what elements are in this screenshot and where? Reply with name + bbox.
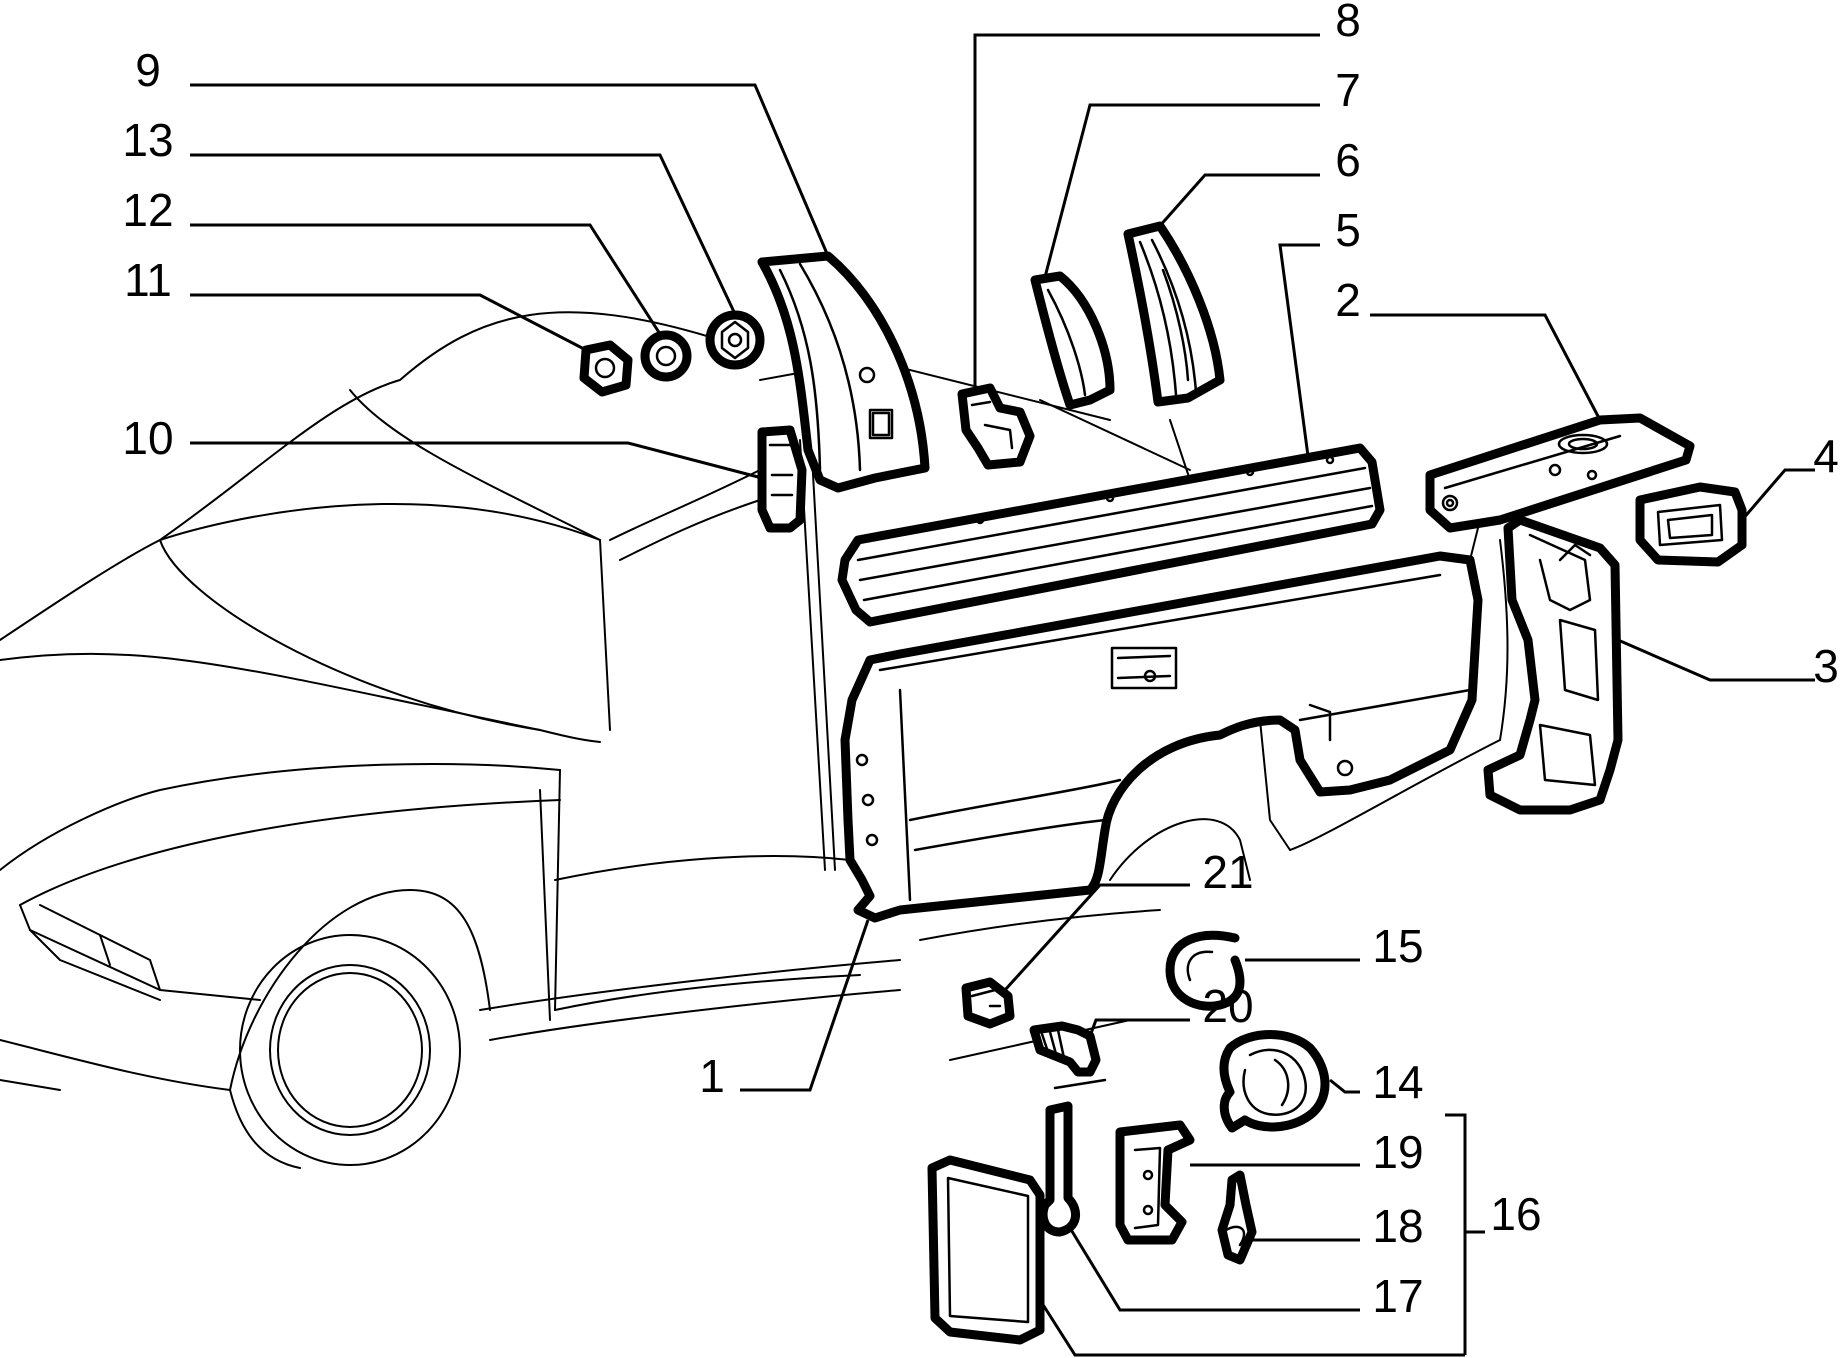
part-14-filler-housing xyxy=(1219,1030,1330,1133)
callout-1: 1 xyxy=(699,1050,725,1102)
callout-20: 20 xyxy=(1202,980,1253,1032)
part-4-rubber-plug xyxy=(1635,482,1747,567)
callout-19: 19 xyxy=(1372,1126,1423,1178)
callout-11: 11 xyxy=(124,254,172,306)
part-2-cross-member xyxy=(1425,413,1695,533)
part-6-reinforcement xyxy=(1123,221,1225,407)
callout-12: 12 xyxy=(122,184,173,236)
callout-18: 18 xyxy=(1372,1200,1423,1252)
part-5-upper-rail xyxy=(837,443,1385,627)
callout-8: 8 xyxy=(1335,0,1361,46)
part-1-rear-side-panel xyxy=(840,551,1483,923)
callout-2: 2 xyxy=(1335,274,1361,326)
leader-lines xyxy=(190,33,1815,1357)
part-18-spring xyxy=(1217,1170,1257,1265)
callout-3: 3 xyxy=(1813,640,1839,692)
callout-5: 5 xyxy=(1335,204,1361,256)
part-3-rear-end-panel xyxy=(1483,515,1623,815)
part-13-nut xyxy=(705,310,765,370)
callout-14: 14 xyxy=(1372,1056,1423,1108)
part-19-hinge-bracket xyxy=(1115,1120,1195,1245)
part-21-clip xyxy=(961,977,1015,1029)
car-body-outline xyxy=(0,311,1509,1169)
callout-10: 10 xyxy=(122,412,173,464)
callout-labels: 9 13 12 11 10 8 7 6 5 2 4 3 1 21 15 20 1… xyxy=(122,0,1838,1322)
part-9-pillar-panel xyxy=(757,251,930,493)
part-15-spring-clip xyxy=(1165,930,1245,1011)
callout-15: 15 xyxy=(1372,920,1423,972)
callout-9: 9 xyxy=(135,44,161,96)
callout-17: 17 xyxy=(1372,1270,1423,1322)
part-7-wedge-strip xyxy=(1030,271,1115,410)
callout-13: 13 xyxy=(122,114,173,166)
callout-7: 7 xyxy=(1335,64,1361,116)
part-17-pin xyxy=(1038,1101,1080,1237)
part-12-washer xyxy=(640,330,692,382)
part-10-bracket xyxy=(757,425,807,533)
part-8-clip xyxy=(957,383,1035,470)
part-20-screw xyxy=(1029,1021,1107,1090)
callout-6: 6 xyxy=(1335,134,1361,186)
callout-21: 21 xyxy=(1202,846,1253,898)
part-fuel-door xyxy=(927,1155,1045,1345)
part-11-nut xyxy=(579,340,633,397)
callout-16: 16 xyxy=(1490,1188,1541,1240)
callout-4: 4 xyxy=(1813,430,1839,482)
